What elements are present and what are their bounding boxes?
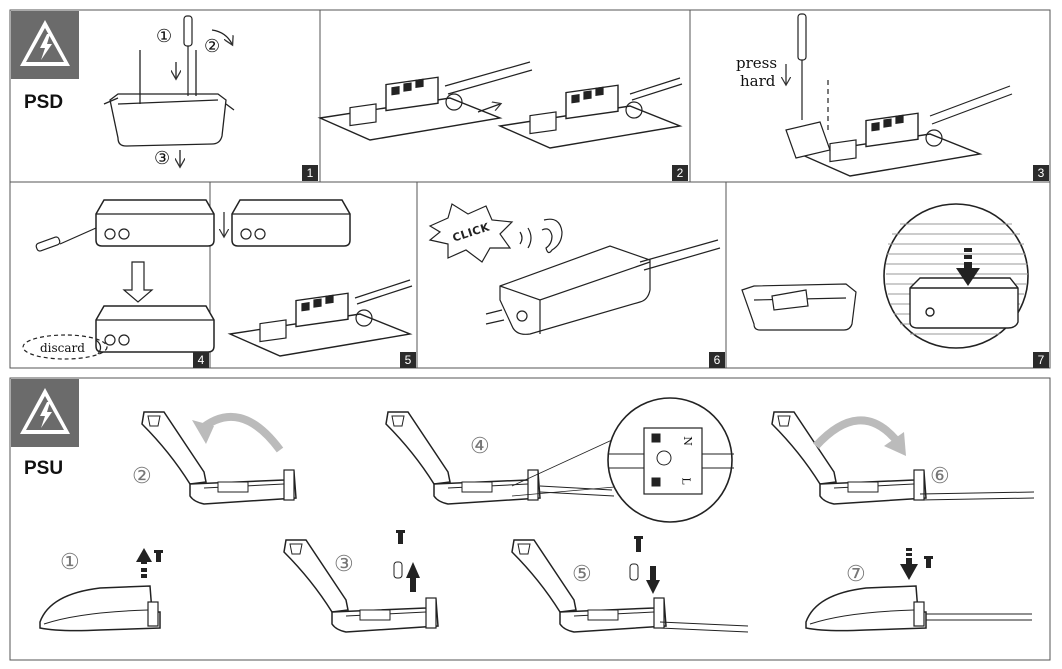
psu-step-3: ③ (334, 552, 354, 577)
psu-step-4: ④ (470, 434, 490, 459)
connector-l-label: L (679, 477, 693, 485)
screwdriver-icon (183, 15, 193, 96)
panel-4-drawing (22, 199, 215, 360)
up-arrow-icon (136, 548, 152, 578)
panel-1-mark-2: ② (204, 36, 221, 57)
screw-icon (634, 536, 643, 552)
hard-text: hard (740, 72, 776, 90)
screwdriver-icon (797, 13, 807, 120)
down-arrow-icon (900, 548, 918, 580)
panel-6-drawing (428, 203, 721, 335)
panel-2-drawing (319, 61, 683, 149)
high-voltage-warning-icon (11, 379, 79, 447)
screw-icon (396, 530, 405, 544)
psu-label: PSU (24, 458, 64, 479)
click-burst (428, 203, 514, 263)
panel-7-badge: 7 (1033, 352, 1049, 368)
psu-step-7: ⑦ (846, 562, 866, 587)
down-arrow-icon (956, 248, 980, 286)
high-voltage-warning-icon (11, 11, 79, 79)
curved-arrow-icon (197, 412, 284, 453)
screw-icon (924, 556, 933, 568)
ear-icon (541, 218, 563, 254)
panel-3-drawing (786, 64, 1013, 177)
panel-3-badge: 3 (1033, 165, 1049, 181)
panel-1-drawing (103, 29, 235, 166)
panel-6-badge: 6 (709, 352, 725, 368)
psu-step-5: ⑤ (572, 562, 592, 587)
press-text: press (736, 54, 778, 72)
psu-step-2: ② (132, 464, 152, 489)
screw-icon (154, 550, 163, 562)
connector-n-label: N (680, 436, 694, 446)
panel-1-mark-3: ③ (154, 148, 171, 169)
panel-2-badge: 2 (672, 165, 688, 181)
panel-1-badge: 1 (302, 165, 318, 181)
psu-drawings (39, 397, 1035, 633)
panel-5-drawing (224, 199, 413, 357)
psd-label: PSD (24, 92, 64, 113)
panel-1-mark-1: ① (156, 26, 173, 47)
curved-arrow-icon (813, 416, 900, 449)
psu-step-6: ⑥ (930, 464, 950, 489)
discard-text: discard (40, 341, 85, 355)
down-arrow-icon (646, 566, 660, 594)
psu-step-1: ① (60, 550, 80, 575)
up-arrow-icon (406, 562, 420, 592)
panel-4-badge: 4 (193, 352, 209, 368)
panel-5-badge: 5 (400, 352, 416, 368)
screwdriver-icon (35, 236, 61, 252)
